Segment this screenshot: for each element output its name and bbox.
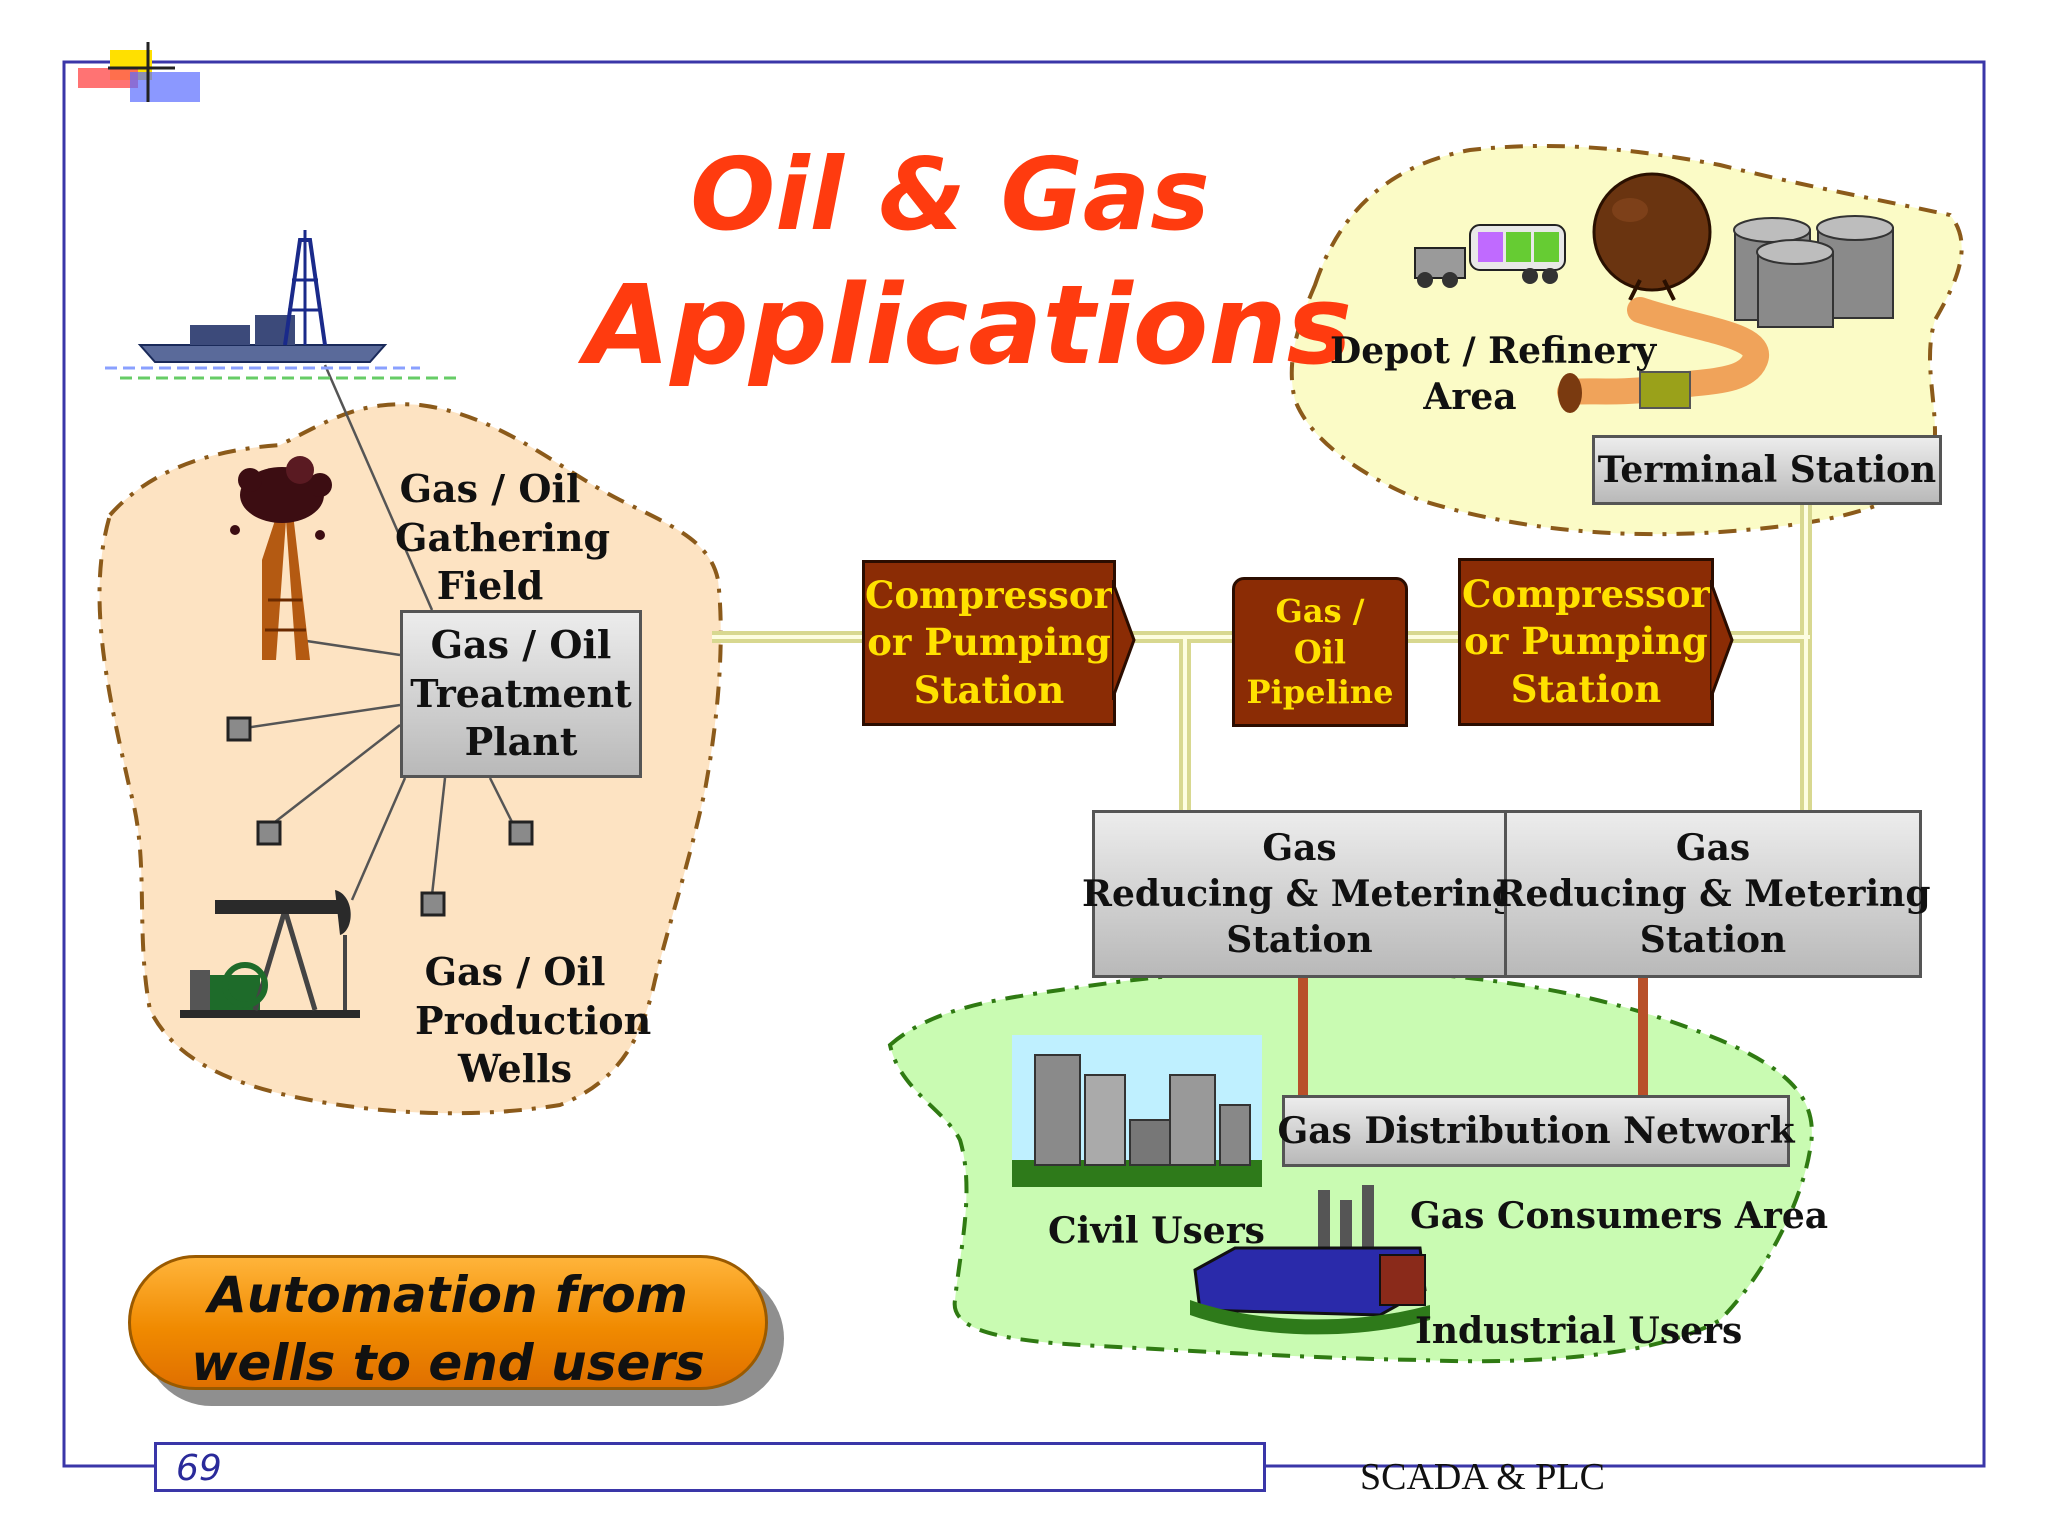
compressor-1-line: Station bbox=[913, 667, 1065, 712]
reducing-2-line: Reducing & Metering bbox=[1495, 872, 1931, 915]
pipeline-line: Gas / bbox=[1275, 591, 1365, 630]
reducing-metering-station-1: Gas Reducing & Metering Station bbox=[1082, 810, 1517, 978]
compressor-2-arrow-icon bbox=[1710, 580, 1734, 700]
reducing-1-line: Reducing & Metering bbox=[1082, 872, 1517, 915]
automation-banner-text: Automation from wells to end users bbox=[128, 1262, 768, 1397]
civil-users-label: Civil Users bbox=[1048, 1210, 1265, 1252]
refinery-pipe-icon bbox=[1557, 297, 1769, 413]
terminal-station-box: Terminal Station bbox=[1592, 435, 1942, 505]
gathering-field-line: Gas / Oil bbox=[399, 466, 581, 511]
spherical-tank-icon bbox=[1592, 172, 1712, 301]
gas-consumers-label: Gas Consumers Area bbox=[1410, 1195, 1829, 1237]
industrial-users-label: Industrial Users bbox=[1415, 1310, 1743, 1352]
production-wells-line: Gas / Oil bbox=[424, 949, 606, 994]
course-title: SCADA & PLC bbox=[1360, 1456, 1605, 1498]
production-wells-label: Gas / Oil Production Wells bbox=[415, 948, 652, 1094]
city-skyline-icon bbox=[1012, 1035, 1262, 1187]
pipeline-line: Oil bbox=[1293, 632, 1347, 671]
gusher-derrick-icon bbox=[230, 456, 332, 660]
pump-jack-icon bbox=[180, 890, 360, 1018]
reducing-1-line: Station bbox=[1226, 919, 1373, 962]
treatment-plant-line: Treatment bbox=[410, 670, 632, 716]
title-line-1: Oil & Gas bbox=[690, 136, 1210, 253]
reducing-1-line: Gas bbox=[1262, 826, 1337, 869]
treatment-plant-line: Plant bbox=[464, 719, 578, 765]
automation-banner bbox=[128, 1255, 768, 1390]
pipeline-line: Pipeline bbox=[1246, 673, 1394, 712]
production-wells-line: Production bbox=[415, 997, 652, 1043]
pipeline-box: Gas / Oil Pipeline bbox=[1232, 577, 1408, 727]
gathering-field-line: Gathering bbox=[395, 514, 611, 560]
production-wells-line: Wells bbox=[457, 1046, 573, 1092]
tanker-truck-icon bbox=[1414, 224, 1566, 288]
field-connection-lines bbox=[244, 364, 514, 901]
storage-drums-icon bbox=[1733, 215, 1894, 328]
depot-refinery-label: Depot / Refinery Area bbox=[1330, 328, 1657, 420]
gathering-field-label: Gas / Oil Gathering Field bbox=[395, 465, 611, 611]
corner-logo-icon bbox=[78, 42, 200, 102]
compressor-1-line: or Pumping bbox=[867, 620, 1111, 665]
treatment-plant-box: Gas / Oil Treatment Plant bbox=[400, 610, 642, 778]
compressor-2-line: Compressor bbox=[1461, 571, 1710, 616]
title-line-2: Applications bbox=[585, 261, 1353, 389]
compressor-station-1: Compressor or Pumping Station bbox=[862, 560, 1116, 726]
distribution-network-box: Gas Distribution Network bbox=[1277, 1095, 1795, 1167]
depot-line: Depot / Refinery bbox=[1330, 330, 1657, 372]
reducing-metering-station-2: Gas Reducing & Metering Station bbox=[1496, 810, 1930, 978]
factory-icon bbox=[1190, 1185, 1430, 1335]
banner-line: Automation from bbox=[208, 1266, 688, 1324]
compressor-2-line: Station bbox=[1510, 666, 1662, 711]
compressor-station-2: Compressor or Pumping Station bbox=[1458, 558, 1714, 726]
reducing-2-line: Gas bbox=[1675, 826, 1751, 869]
treatment-plant-line: Gas / Oil bbox=[430, 622, 612, 668]
compressor-1-arrow-icon bbox=[1112, 580, 1136, 700]
footer-bar bbox=[154, 1442, 1266, 1492]
distribution-feed-lines bbox=[1298, 975, 1648, 1095]
depot-line: Area bbox=[1423, 376, 1517, 419]
offshore-rig-icon bbox=[105, 230, 460, 380]
page-number: 69 bbox=[176, 1448, 222, 1489]
compressor-2-line: or Pumping bbox=[1464, 619, 1708, 664]
gathering-field-line: Field bbox=[436, 563, 544, 609]
reducing-2-line: Station bbox=[1639, 919, 1787, 962]
banner-line: wells to end users bbox=[191, 1333, 705, 1392]
compressor-1-line: Compressor bbox=[865, 572, 1114, 617]
wellhead-icons bbox=[226, 716, 534, 917]
